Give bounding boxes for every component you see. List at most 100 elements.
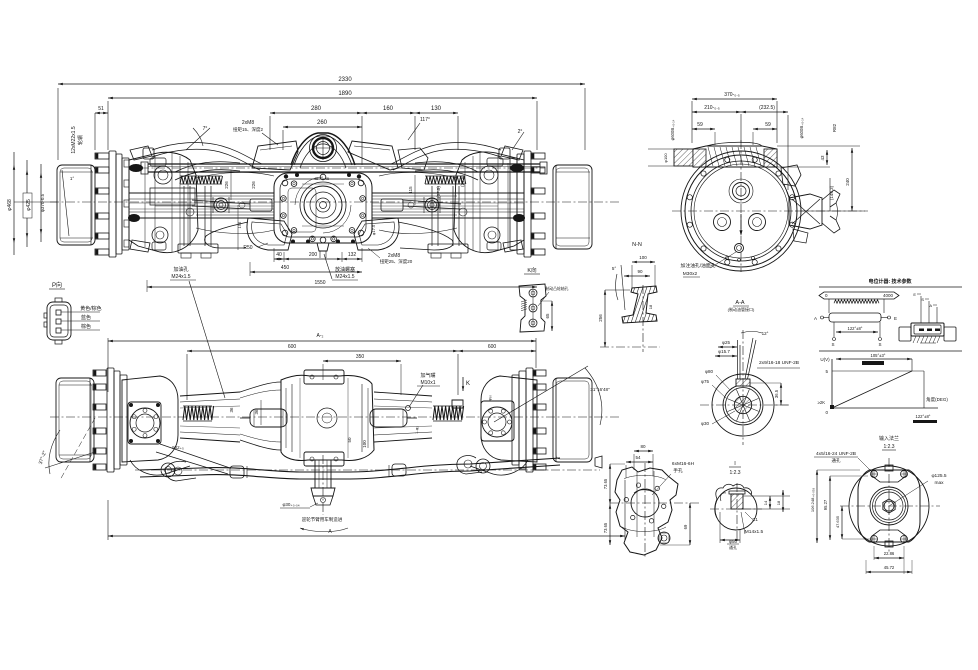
svg-text:370-₀.₅: 370-₀.₅ — [724, 92, 740, 98]
svg-text:45: 45 — [314, 177, 318, 181]
svg-text:扭矩15、深度2: 扭矩15、深度2 — [233, 126, 264, 133]
svg-text:R50: R50 — [243, 245, 252, 251]
svg-text:14: 14 — [763, 500, 768, 505]
svg-text:7°: 7° — [203, 126, 208, 132]
svg-text:37°-2°: 37°-2° — [38, 450, 48, 465]
svg-text:240: 240 — [845, 178, 850, 186]
svg-text:M10x1: M10x1 — [420, 380, 435, 386]
svg-text:59: 59 — [765, 122, 771, 128]
svg-text:1:2.3: 1:2.3 — [883, 444, 894, 450]
svg-text:K: K — [466, 381, 470, 387]
svg-text:U(V): U(V) — [820, 357, 830, 362]
svg-text:黄色/棕色: 黄色/棕色 — [80, 305, 101, 312]
svg-text:2330: 2330 — [338, 77, 352, 83]
svg-text:1890: 1890 — [338, 91, 352, 97]
svg-text:130: 130 — [431, 106, 442, 112]
svg-text:输入法兰: 输入法兰 — [879, 435, 899, 442]
svg-text:36.5: 36.5 — [774, 389, 779, 398]
svg-text:117°: 117° — [420, 117, 430, 123]
svg-text:115: 115 — [408, 186, 413, 194]
svg-text:350: 350 — [356, 354, 365, 360]
svg-text:M30x2: M30x2 — [683, 271, 698, 277]
svg-text:226: 226 — [224, 181, 229, 189]
svg-text:226: 226 — [251, 181, 256, 189]
svg-text:2°: 2° — [518, 129, 523, 135]
svg-text:65: 65 — [545, 313, 550, 319]
svg-text:(37.5): (37.5) — [436, 186, 441, 198]
svg-text:73.65: 73.65 — [603, 522, 608, 533]
svg-text:18: 18 — [776, 500, 781, 505]
svg-text:M24x1.5: M24x1.5 — [171, 274, 190, 280]
svg-text:600: 600 — [488, 344, 497, 350]
svg-text:C1: C1 — [752, 517, 758, 522]
svg-text:φ600B₊₀.₁₄: φ600B₊₀.₁₄ — [670, 119, 675, 140]
svg-text:角度(DEG): 角度(DEG) — [926, 396, 948, 403]
svg-text:φ25: φ25 — [722, 340, 730, 345]
svg-text:R82: R82 — [832, 123, 837, 132]
svg-text:256: 256 — [598, 314, 603, 322]
svg-text:450: 450 — [281, 265, 290, 271]
svg-text:5°: 5° — [612, 266, 617, 271]
svg-text:260: 260 — [317, 120, 328, 126]
svg-text:36: 36 — [229, 407, 234, 413]
svg-text:通孔: 通孔 — [832, 457, 841, 464]
svg-text:18: 18 — [648, 304, 653, 309]
svg-text:通孔: 通孔 — [729, 544, 737, 550]
svg-text:36: 36 — [254, 409, 259, 415]
svg-text:φ17.5: φ17.5 — [371, 224, 376, 235]
svg-text:0: 0 — [825, 410, 828, 415]
svg-text:59: 59 — [697, 122, 703, 128]
svg-text:45: 45 — [325, 177, 329, 181]
svg-text:手孔: 手孔 — [673, 467, 683, 474]
svg-text:69: 69 — [683, 524, 688, 529]
svg-text:A-A: A-A — [735, 300, 745, 306]
svg-text:φ468: φ468 — [7, 199, 13, 211]
svg-text:E: E — [913, 292, 916, 297]
svg-text:902₊₅: 902₊₅ — [172, 445, 184, 450]
svg-text:122°±8°: 122°±8° — [848, 326, 863, 331]
svg-text:P向: P向 — [52, 281, 62, 289]
svg-text:扭矩25、深度20: 扭矩25、深度20 — [380, 258, 413, 265]
svg-text:K向: K向 — [527, 266, 536, 274]
svg-text:100: 100 — [362, 440, 367, 448]
svg-text:A: A — [814, 316, 817, 321]
svg-text:155: 155 — [237, 221, 242, 228]
svg-text:40: 40 — [276, 252, 282, 258]
svg-text:2xM8: 2xM8 — [242, 120, 254, 126]
svg-text:2xM8: 2xM8 — [388, 253, 400, 259]
svg-text:31°16'48″: 31°16'48″ — [590, 387, 610, 392]
svg-text:122°±8°: 122°±8° — [916, 414, 931, 419]
svg-text:43: 43 — [820, 155, 825, 161]
svg-text:迎轮节臂用车制造进: 迎轮节臂用车制造进 — [302, 516, 343, 523]
svg-text:φ125.5: φ125.5 — [931, 473, 946, 479]
svg-text:90: 90 — [637, 269, 643, 274]
svg-text:210-₀.₅: 210-₀.₅ — [704, 105, 720, 111]
svg-text:φ425: φ425 — [26, 199, 32, 211]
svg-text:蓝色: 蓝色 — [81, 314, 91, 321]
svg-text:1:2.3: 1:2.3 — [729, 470, 740, 476]
svg-text:(制动油管接口): (制动油管接口) — [728, 306, 755, 312]
svg-text:φ15.7: φ15.7 — [718, 349, 730, 354]
svg-text:45.72: 45.72 — [884, 565, 895, 570]
svg-text:73.65: 73.65 — [603, 478, 608, 489]
svg-text:51: 51 — [98, 106, 104, 112]
svg-text:6xM16-6H: 6xM16-6H — [672, 461, 695, 467]
svg-text:1°: 1° — [70, 176, 75, 181]
svg-text:φ600B₊₀.₁₄: φ600B₊₀.₁₄ — [799, 117, 804, 138]
svg-text:S: S — [831, 342, 834, 347]
svg-text:φ₅₀: φ₅₀ — [487, 395, 492, 401]
svg-text:(232.5): (232.5) — [759, 105, 775, 111]
svg-text:1-φ₂: 1-φ₂ — [414, 426, 419, 434]
svg-text:1550: 1550 — [314, 280, 325, 286]
svg-text:max: max — [934, 481, 944, 486]
svg-text:160: 160 — [383, 106, 394, 112]
svg-text:S: S — [878, 342, 881, 347]
svg-text:0: 0 — [825, 293, 828, 298]
svg-text:φ370-0.5: φ370-0.5 — [40, 193, 45, 212]
svg-text:电位计器: 技术参数: 电位计器: 技术参数 — [868, 278, 912, 285]
svg-text:95.27: 95.27 — [823, 499, 828, 510]
svg-text:≥2K: ≥2K — [818, 400, 826, 405]
svg-text:105°±3°: 105°±3° — [871, 353, 886, 358]
svg-text:A: A — [929, 303, 932, 308]
svg-text:加油孔: 加油孔 — [173, 266, 188, 273]
